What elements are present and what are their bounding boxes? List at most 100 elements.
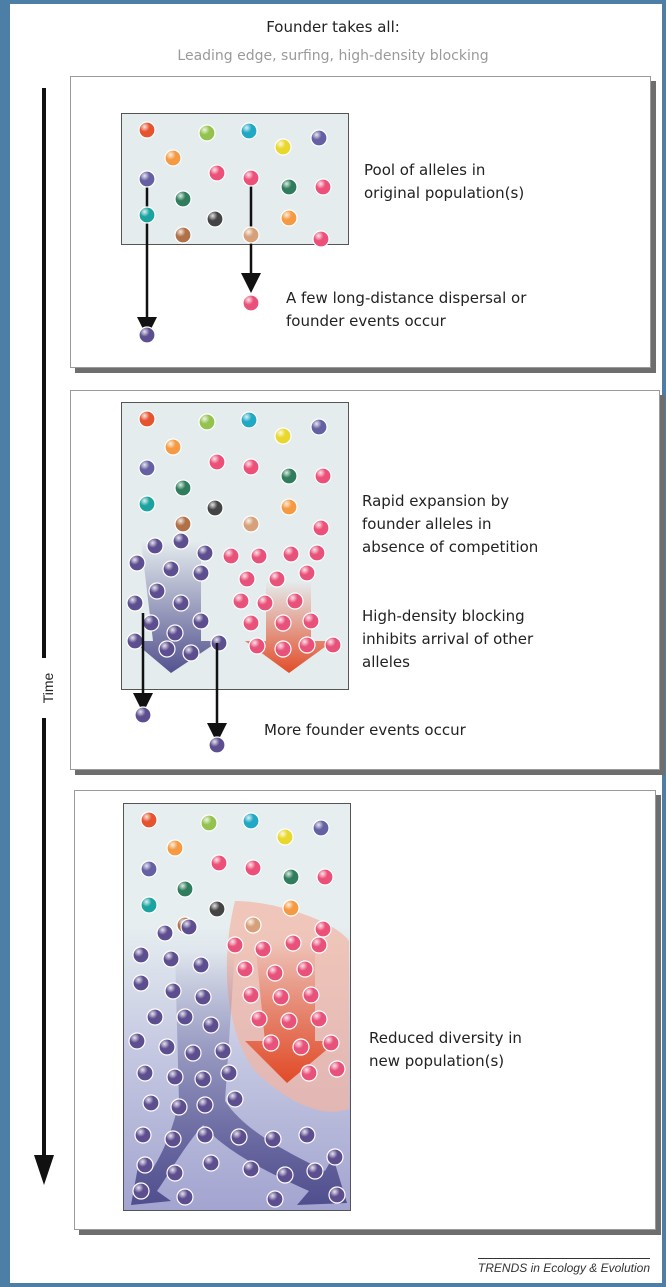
allele-highlight bbox=[135, 1127, 151, 1143]
allele-highlight bbox=[215, 1043, 231, 1059]
allele-highlight bbox=[139, 171, 155, 187]
allele-highlight bbox=[241, 123, 257, 139]
allele-highlight bbox=[275, 615, 291, 631]
allele-highlight bbox=[287, 593, 303, 609]
allele-highlight bbox=[165, 150, 181, 166]
allele-highlight bbox=[193, 613, 209, 629]
allele-highlight bbox=[293, 1039, 309, 1055]
allele-highlight bbox=[127, 633, 143, 649]
allele-highlight bbox=[199, 125, 215, 141]
time-axis-arrowhead bbox=[34, 1155, 54, 1185]
allele-highlight bbox=[267, 1191, 283, 1207]
allele-highlight bbox=[245, 860, 261, 876]
allele-highlight bbox=[257, 595, 273, 611]
allele-highlight bbox=[243, 459, 259, 475]
allele-highlight bbox=[311, 1011, 327, 1027]
figure-title: Founder takes all: bbox=[266, 18, 400, 36]
allele-highlight bbox=[267, 965, 283, 981]
allele-highlight bbox=[177, 1009, 193, 1025]
allele-highlight bbox=[309, 545, 325, 561]
allele-highlight bbox=[275, 139, 291, 155]
allele-highlight bbox=[277, 829, 293, 845]
allele-highlight bbox=[209, 901, 225, 917]
allele-highlight bbox=[243, 516, 259, 532]
allele-highlight bbox=[157, 925, 173, 941]
allele-highlight bbox=[193, 565, 209, 581]
label-more-founder-events: More founder events occur bbox=[264, 721, 466, 739]
allele-highlight bbox=[127, 595, 143, 611]
allele-highlight bbox=[183, 645, 199, 661]
allele-highlight bbox=[223, 548, 239, 564]
allele-highlight bbox=[317, 869, 333, 885]
allele-highlight bbox=[147, 1009, 163, 1025]
allele-highlight bbox=[201, 815, 217, 831]
allele-highlight bbox=[137, 1065, 153, 1081]
allele-highlight bbox=[197, 1097, 213, 1113]
allele-highlight bbox=[209, 737, 225, 753]
allele-highlight bbox=[275, 428, 291, 444]
allele-highlight bbox=[255, 941, 271, 957]
allele-highlight bbox=[237, 961, 253, 977]
allele-highlight bbox=[281, 1013, 297, 1029]
allele-highlight bbox=[195, 1071, 211, 1087]
allele-highlight bbox=[221, 1065, 237, 1081]
allele-highlight bbox=[283, 869, 299, 885]
allele-highlight bbox=[283, 546, 299, 562]
allele-highlight bbox=[203, 1017, 219, 1033]
allele-highlight bbox=[137, 1157, 153, 1173]
label-high-density-blocking: High-density blocking inhibits arrival o… bbox=[362, 607, 534, 671]
allele-highlight bbox=[227, 1091, 243, 1107]
allele-highlight bbox=[315, 921, 331, 937]
allele-highlight bbox=[129, 555, 145, 571]
allele-highlight bbox=[241, 412, 257, 428]
allele-highlight bbox=[277, 1167, 293, 1183]
allele-highlight bbox=[273, 989, 289, 1005]
allele-highlight bbox=[315, 468, 331, 484]
stage-1-graphics bbox=[137, 121, 332, 344]
allele-highlight bbox=[199, 414, 215, 430]
allele-highlight bbox=[251, 548, 267, 564]
allele-highlight bbox=[181, 919, 197, 935]
allele-highlight bbox=[197, 545, 213, 561]
allele-highlight bbox=[315, 179, 331, 195]
allele-highlight bbox=[307, 1163, 323, 1179]
allele-highlight bbox=[243, 813, 259, 829]
allele-highlight bbox=[177, 1189, 193, 1205]
allele-highlight bbox=[243, 295, 259, 311]
allele-highlight bbox=[231, 1129, 247, 1145]
allele-highlight bbox=[313, 820, 329, 836]
allele-highlight bbox=[327, 1149, 343, 1165]
allele-highlight bbox=[129, 1033, 145, 1049]
allele-highlight bbox=[163, 561, 179, 577]
allele-highlight bbox=[329, 1187, 345, 1203]
allele-highlight bbox=[263, 1035, 279, 1051]
allele-highlight bbox=[143, 615, 159, 631]
allele-highlight bbox=[281, 499, 297, 515]
stage-3-panel: Reduced diversity in new population(s) bbox=[74, 790, 656, 1230]
allele-highlight bbox=[207, 211, 223, 227]
allele-highlight bbox=[299, 565, 315, 581]
allele-highlight bbox=[139, 122, 155, 138]
allele-highlight bbox=[165, 439, 181, 455]
allele-highlight bbox=[167, 840, 183, 856]
allele-highlight bbox=[203, 1155, 219, 1171]
allele-highlight bbox=[209, 165, 225, 181]
allele-highlight bbox=[133, 975, 149, 991]
allele-highlight bbox=[313, 520, 329, 536]
allele-highlight bbox=[139, 460, 155, 476]
allele-highlight bbox=[323, 1035, 339, 1051]
allele-highlight bbox=[281, 468, 297, 484]
allele-highlight bbox=[139, 207, 155, 223]
allele-highlight bbox=[283, 900, 299, 916]
allele-highlight bbox=[239, 571, 255, 587]
publication-credit: TRENDS in Ecology & Evolution bbox=[477, 1258, 650, 1275]
allele-highlight bbox=[209, 454, 225, 470]
allele-highlight bbox=[139, 411, 155, 427]
allele-highlight bbox=[285, 935, 301, 951]
allele-highlight bbox=[301, 1065, 317, 1081]
allele-highlight bbox=[303, 987, 319, 1003]
allele-highlight bbox=[311, 419, 327, 435]
allele-highlight bbox=[243, 1161, 259, 1177]
allele-highlight bbox=[297, 961, 313, 977]
